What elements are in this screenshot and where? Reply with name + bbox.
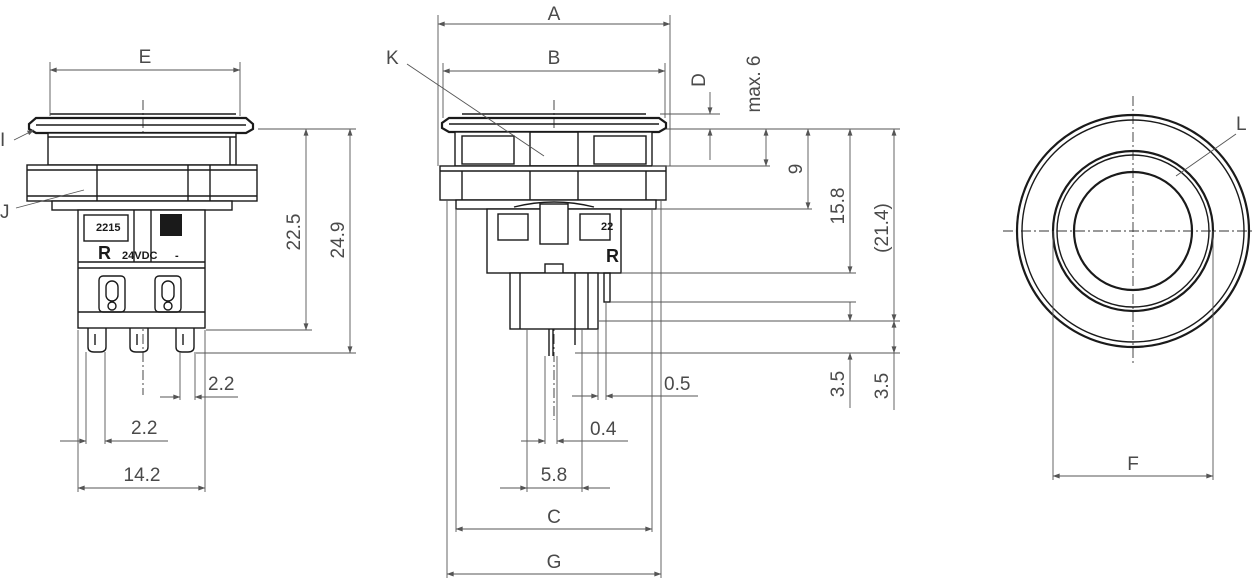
label-15-8: 15.8	[828, 188, 849, 225]
label-D: D	[689, 73, 710, 87]
label-22-5: 22.5	[284, 214, 305, 251]
left-body-code: 2215	[96, 222, 120, 234]
label-3-5-b: 3.5	[872, 373, 893, 399]
leader-L	[1175, 133, 1237, 177]
label-E: E	[139, 47, 152, 68]
label-J: J	[0, 202, 10, 223]
left-housing	[47, 132, 237, 166]
front-bezel-inner	[1021, 119, 1245, 343]
middle-housing	[454, 131, 653, 167]
label-G: G	[547, 552, 562, 573]
left-body-square-mark	[160, 214, 182, 236]
middle-body-relay-letter: R	[606, 246, 619, 266]
middle-body-code: 22	[601, 221, 613, 233]
label-B: B	[548, 48, 561, 69]
label-K: K	[386, 48, 399, 69]
front-lens-center	[1072, 170, 1194, 292]
left-pin-3	[175, 328, 195, 353]
left-body-voltage: 24VDC	[122, 250, 158, 262]
left-flange	[51, 200, 233, 211]
left-pin-2	[129, 328, 149, 353]
label-C: C	[547, 507, 561, 528]
label-9: 9	[786, 164, 807, 175]
label-2-2-lower: 2.2	[131, 418, 157, 439]
label-L: L	[1236, 114, 1247, 135]
left-side-view: 2215 R 24VDC - E I J 22.5 24.9	[0, 47, 356, 492]
middle-plunger	[539, 203, 569, 245]
label-5-8: 5.8	[541, 465, 567, 486]
label-F: F	[1127, 454, 1139, 475]
front-view: L F	[1003, 96, 1254, 480]
label-14-2: 14.2	[124, 465, 161, 486]
middle-lower-body	[509, 272, 599, 330]
label-0-4: 0.4	[590, 419, 617, 440]
label-24-9: 24.9	[328, 222, 349, 259]
label-A: A	[548, 4, 561, 25]
label-21-4: (21.4)	[872, 203, 893, 253]
label-2-2-upper: 2.2	[208, 374, 234, 395]
left-bezel	[27, 116, 255, 135]
leader-J	[15, 189, 85, 209]
left-body-dash: -	[175, 250, 179, 262]
leader-K	[406, 63, 545, 157]
label-I: I	[0, 130, 5, 151]
leader-I	[13, 129, 35, 141]
front-bezel-outer	[1015, 113, 1251, 349]
label-0-5: 0.5	[664, 374, 690, 395]
middle-side-view: 22 R A B K D max. 6	[386, 4, 900, 578]
middle-bezel	[440, 116, 668, 134]
label-max-6: max. 6	[744, 55, 765, 112]
left-pin-1	[87, 328, 107, 353]
left-body-relay-letter: R	[98, 243, 111, 263]
label-3-5-a: 3.5	[828, 371, 849, 397]
